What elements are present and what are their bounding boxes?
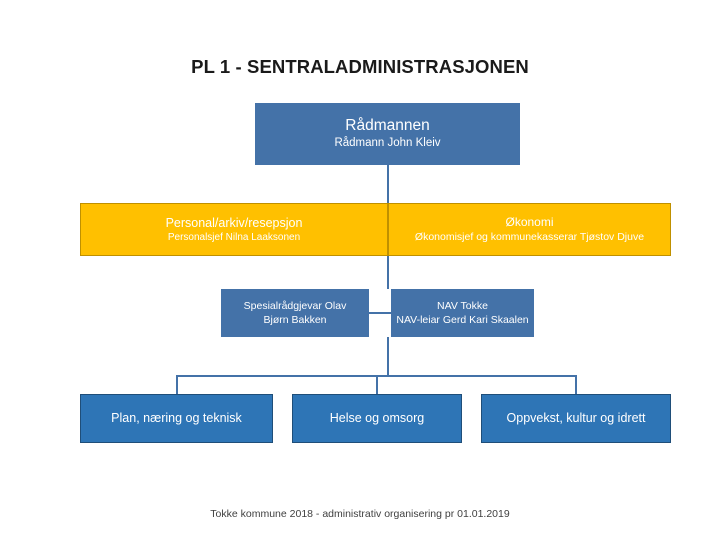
node-personal-title: Personal/arkiv/resepsjon — [165, 215, 303, 230]
footer-note: Tokke kommune 2018 - administrativ organ… — [210, 508, 510, 520]
node-oppvekst-title: Oppvekst, kultur og idrett — [506, 411, 646, 426]
node-helse-title: Helse og omsorg — [329, 411, 425, 426]
connector-to-helse — [376, 375, 378, 394]
node-okonomi[interactable]: Økonomi Økonomisjef og kommunekasserar T… — [388, 203, 671, 256]
node-nav-title: NAV Tokke — [437, 299, 488, 312]
node-plan-title: Plan, næring og teknisk — [111, 411, 242, 426]
node-nav-tokke[interactable]: NAV Tokke NAV-leiar Gerd Kari Skaalen — [391, 289, 534, 337]
node-plan-naering-teknisk[interactable]: Plan, næring og teknisk — [80, 394, 273, 443]
connector-to-plan — [176, 375, 178, 394]
node-radmannen-subtitle: Rådmann John Kleiv — [334, 137, 441, 150]
node-oppvekst-kultur-idrett[interactable]: Oppvekst, kultur og idrett — [481, 394, 671, 443]
connector-spesial-to-trunk — [369, 312, 391, 314]
node-helse-omsorg[interactable]: Helse og omsorg — [292, 394, 462, 443]
node-okonomi-subtitle: Økonomisjef og kommunekasserar Tjøstov D… — [414, 231, 645, 244]
node-spesialradgjevar-title: Spesialrådgjevar Olav — [243, 299, 347, 312]
node-personal-subtitle: Personalsjef Nilna Laaksonen — [167, 231, 301, 243]
page-title: PL 1 - SENTRALADMINISTRASJONEN — [191, 56, 529, 77]
node-spesialradgjevar-subtitle: Bjørn Bakken — [263, 314, 327, 326]
connector-row1-to-row2 — [387, 256, 389, 289]
node-nav-subtitle: NAV-leiar Gerd Kari Skaalen — [396, 314, 529, 326]
node-radmannen-title: Rådmannen — [345, 117, 430, 135]
connector-to-oppvekst — [575, 375, 577, 394]
connector-row2-to-bottom — [387, 337, 389, 375]
node-personal-arkiv-resepsjon[interactable]: Personal/arkiv/resepsjon Personalsjef Ni… — [80, 203, 388, 256]
node-okonomi-title: Økonomi — [505, 214, 554, 229]
node-spesialradgjevar[interactable]: Spesialrådgjevar Olav Bjørn Bakken — [221, 289, 369, 337]
node-radmannen[interactable]: Rådmannen Rådmann John Kleiv — [255, 103, 520, 165]
connector-radmannen-to-row1 — [387, 165, 389, 203]
